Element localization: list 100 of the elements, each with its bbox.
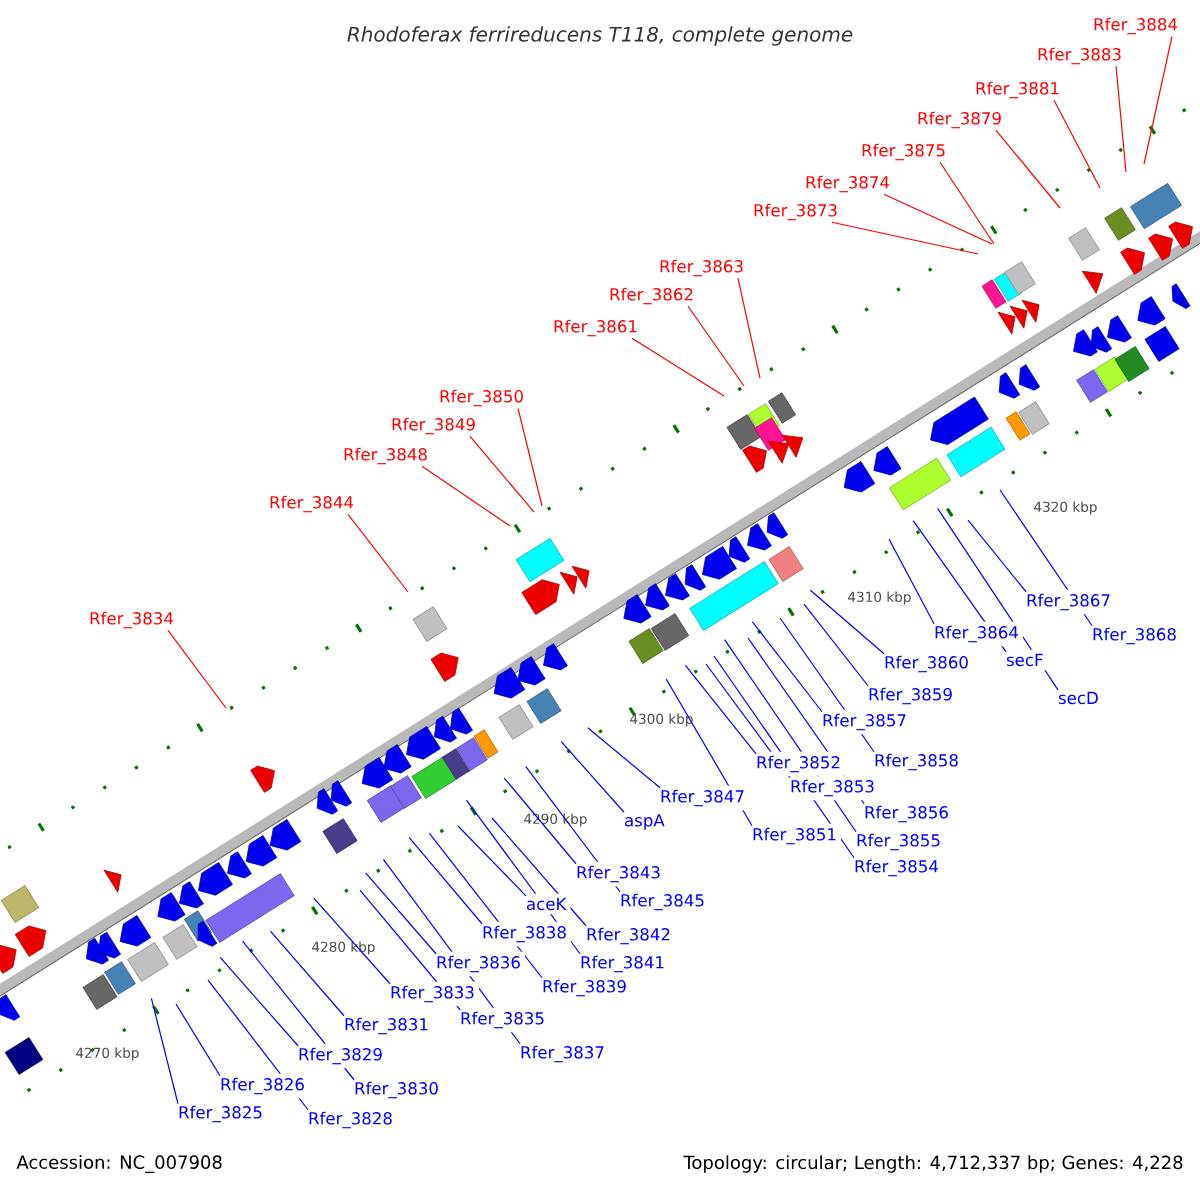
leader-line xyxy=(517,407,543,507)
leader-line xyxy=(313,897,391,985)
leader-line xyxy=(883,193,993,245)
gene-label: Rfer_3854 xyxy=(855,859,938,877)
gene-label: Rfer_3836 xyxy=(437,955,520,973)
gene-label: Rfer_3825 xyxy=(179,1105,262,1123)
leader-line xyxy=(684,664,757,755)
leader-line xyxy=(1143,35,1173,165)
leader-line xyxy=(937,507,1059,691)
leader-line xyxy=(150,997,179,1105)
gene-label: Rfer_3883 xyxy=(1038,47,1121,65)
leader-line xyxy=(1053,99,1101,189)
leader-line xyxy=(408,837,483,925)
gene-label: secD xyxy=(1058,691,1098,705)
leader-line xyxy=(587,727,661,789)
gene-label: Rfer_3855 xyxy=(857,833,940,851)
leader-line xyxy=(747,637,865,805)
gene-label: Rfer_3828 xyxy=(309,1111,392,1129)
leader-line xyxy=(457,825,527,897)
gene-label: Rfer_3850 xyxy=(440,389,523,407)
leader-line xyxy=(912,520,1007,653)
leader-line xyxy=(705,663,791,779)
leader-line xyxy=(713,655,855,859)
leader-line xyxy=(779,617,875,753)
genome-info-text: Topology: circular; Length: 4,712,337 bp; Genes: 4,228 xyxy=(683,1155,1183,1173)
leader-line xyxy=(1115,65,1127,173)
gene-label: Rfer_3848 xyxy=(344,447,427,465)
leader-line xyxy=(382,858,521,1045)
leader-line xyxy=(751,621,823,713)
leader-line xyxy=(631,337,725,397)
gene-label: Rfer_3849 xyxy=(392,417,475,435)
leader-line xyxy=(888,538,935,625)
leader-line xyxy=(831,221,979,255)
leader-line xyxy=(359,889,461,1011)
leader-line xyxy=(803,603,869,687)
gene-label: Rfer_3853 xyxy=(791,779,874,797)
leader-line xyxy=(175,1003,221,1077)
gene-label: Rfer_3875 xyxy=(862,143,945,161)
gene-label: Rfer_3861 xyxy=(554,319,637,337)
gene-label: Rfer_3829 xyxy=(299,1047,382,1065)
gene-label: Rfer_3864 xyxy=(935,625,1018,643)
leader-line xyxy=(967,519,1027,593)
leader-line xyxy=(365,872,437,955)
gene-label: Rfer_3851 xyxy=(753,827,836,845)
gene-label: Rfer_3835 xyxy=(461,1011,544,1029)
leader-line xyxy=(503,777,577,865)
leader-line xyxy=(809,589,885,655)
leader-line xyxy=(724,639,857,833)
leader-line xyxy=(999,489,1093,627)
leader-line xyxy=(219,956,299,1047)
accession-text: Accession: NC_007908 xyxy=(16,1155,222,1173)
leader-line xyxy=(687,305,745,387)
gene-label: Rfer_3868 xyxy=(1093,627,1176,645)
gene-label: secF xyxy=(1006,653,1043,667)
gene-label: Rfer_3843 xyxy=(577,865,660,883)
gene-label: Rfer_3867 xyxy=(1027,593,1110,611)
gene-label: Rfer_3839 xyxy=(543,979,626,997)
leader-line xyxy=(491,817,587,927)
gene-label: Rfer_3841 xyxy=(581,955,664,973)
leader-line xyxy=(525,766,621,893)
gene-label: Rfer_3852 xyxy=(757,755,840,773)
leader-line xyxy=(242,940,355,1081)
gene-label: Rfer_3838 xyxy=(483,925,566,943)
leader-line xyxy=(737,277,761,379)
gene-label: Rfer_3884 xyxy=(1094,17,1178,35)
gene-label: Rfer_3881 xyxy=(976,81,1059,99)
leader-line xyxy=(465,799,581,955)
gene-label: Rfer_3830 xyxy=(355,1081,438,1099)
gene-label: Rfer_3857 xyxy=(823,713,906,731)
leader-line xyxy=(428,832,543,979)
gene-label: Rfer_3856 xyxy=(865,805,948,823)
gene-label: Rfer_3831 xyxy=(345,1017,428,1035)
gene-label: Rfer_3834 xyxy=(90,611,174,629)
leader-line xyxy=(995,129,1061,209)
gene-label: Rfer_3847 xyxy=(661,789,744,807)
gene-label: Rfer_3837 xyxy=(521,1045,604,1063)
leader-line xyxy=(347,513,409,593)
gene-label: Rfer_3862 xyxy=(610,287,693,305)
gene-label: Rfer_3858 xyxy=(875,753,958,771)
gene-label: Rfer_3874 xyxy=(806,175,890,193)
leader-line xyxy=(167,629,227,709)
gene-label: Rfer_3845 xyxy=(621,893,704,911)
gene-label: Rfer_3873 xyxy=(754,203,837,221)
gene-label: aspA xyxy=(625,814,665,830)
gene-label: aceK xyxy=(527,897,567,911)
gene-label: Rfer_3859 xyxy=(869,687,952,705)
gene-label: Rfer_3844 xyxy=(270,495,354,513)
leader-line xyxy=(207,979,309,1111)
leader-line xyxy=(469,435,535,513)
gene-label: Rfer_3860 xyxy=(885,655,968,673)
leader-line xyxy=(269,930,345,1017)
gene-label: Rfer_3842 xyxy=(587,927,670,945)
leader-line xyxy=(421,465,511,527)
gene-label: Rfer_3879 xyxy=(918,111,1001,129)
title: Rhodoferax ferrireducens T118, complete genome xyxy=(347,26,853,46)
leader-line xyxy=(560,741,625,813)
leader-line xyxy=(665,678,753,827)
gene-label: Rfer_3833 xyxy=(391,985,474,1003)
leader-line xyxy=(939,161,995,245)
gene-label: Rfer_3863 xyxy=(660,259,743,277)
